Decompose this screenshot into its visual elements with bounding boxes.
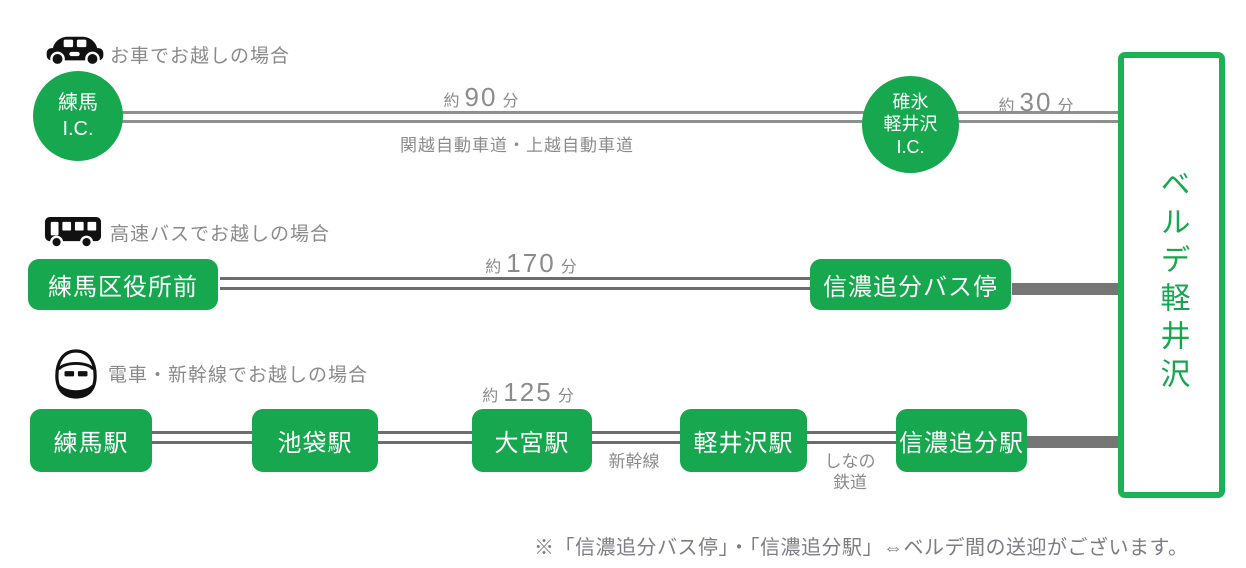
- bus-leg-duration-minutes: 170: [506, 248, 556, 278]
- car-leg1-duration-prefix: 約: [443, 93, 460, 110]
- shinkansen-icon: [55, 349, 97, 399]
- stop-nerima-kuyakushomae-label: 練馬区役所前: [48, 274, 198, 301]
- bus-section-heading: 高速バスでお越しの場合: [110, 224, 331, 245]
- bus-route-line: [220, 277, 814, 290]
- bus-shuttle-bar: [1012, 283, 1122, 295]
- station-karuizawa: 軽井沢駅: [680, 409, 807, 472]
- car-section-heading: お車でお越しの場合: [110, 46, 291, 67]
- train-leg-duration-suffix: 分: [557, 388, 574, 405]
- shinano-railway-label: しなの 鉄道: [825, 451, 876, 494]
- train-leg-duration-minutes: 125: [503, 377, 553, 407]
- car-leg2-duration-suffix: 分: [1057, 98, 1074, 115]
- node-usui-karuizawa-ic-line1: 碓氷: [892, 91, 929, 112]
- train-leg-duration-prefix: 約: [482, 388, 499, 405]
- bus-leg-duration-suffix: 分: [560, 259, 577, 276]
- station-shinano-oiwake-label: 信濃追分駅: [899, 430, 1024, 457]
- station-ikebukuro-label: 池袋駅: [277, 430, 353, 457]
- node-nerima-ic-line1: 練馬: [58, 92, 98, 114]
- destination-label: ベルデ軽井沢: [1155, 168, 1189, 396]
- shinano-railway-label-line1: しなの: [824, 452, 876, 471]
- train-leg-duration: 約 125 分: [482, 377, 573, 408]
- car-icon: [46, 36, 104, 67]
- station-shinano-oiwake: 信濃追分駅: [896, 409, 1027, 472]
- node-usui-karuizawa-ic: 碓氷 軽井沢 I.C.: [862, 76, 959, 173]
- car-leg1-expressway-label: 関越自動車道・上越自動車道: [400, 136, 634, 155]
- rail-line-2: [376, 431, 474, 444]
- car-leg1-duration-minutes: 90: [464, 82, 498, 112]
- car-leg2-duration: 約 30 分: [999, 87, 1074, 118]
- station-karuizawa-label: 軽井沢駅: [693, 430, 794, 457]
- node-usui-karuizawa-ic-line2: 軽井沢: [883, 114, 938, 135]
- station-omiya: 大宮駅: [472, 409, 592, 472]
- car-leg1-duration: 約 90 分: [444, 82, 519, 113]
- station-nerima: 練馬駅: [30, 409, 152, 472]
- car-leg2-duration-minutes: 30: [1019, 87, 1053, 117]
- shinano-railway-label-line2: 鉄道: [833, 473, 867, 493]
- rail-line-1: [150, 431, 254, 444]
- car-route-line-1: [120, 111, 868, 123]
- car-leg1-duration-suffix: 分: [502, 93, 519, 110]
- node-nerima-ic-line2: I.C.: [62, 118, 94, 140]
- train-section-heading: 電車・新幹線でお越しの場合: [108, 365, 369, 386]
- bus-icon: [44, 217, 102, 249]
- stop-shinano-oiwake-busstop: 信濃追分バス停: [810, 259, 1011, 310]
- stop-shinano-oiwake-busstop-label: 信濃追分バス停: [823, 274, 998, 301]
- train-shuttle-bar: [1026, 436, 1122, 448]
- station-ikebukuro: 池袋駅: [252, 409, 378, 472]
- shuttle-service-note: ※「信濃追分バス停」・「信濃追分駅」⇔ベルデ間の送迎がございます。: [534, 537, 1189, 559]
- station-omiya-label: 大宮駅: [494, 430, 570, 457]
- car-route-line-2: [955, 111, 1122, 123]
- bus-leg-duration: 約 170 分: [485, 248, 576, 279]
- bus-leg-duration-prefix: 約: [485, 259, 502, 276]
- shinkansen-line-label: 新幹線: [608, 452, 660, 471]
- destination-box: ベルデ軽井沢: [1118, 52, 1225, 498]
- rail-line-4: [805, 431, 898, 444]
- car-leg2-duration-prefix: 約: [998, 98, 1015, 115]
- rail-line-3: [590, 431, 682, 444]
- node-nerima-ic: 練馬 I.C.: [33, 71, 123, 161]
- stop-nerima-kuyakushomae: 練馬区役所前: [28, 259, 218, 310]
- node-usui-karuizawa-ic-line3: I.C.: [896, 136, 925, 157]
- station-nerima-label: 練馬駅: [53, 430, 129, 457]
